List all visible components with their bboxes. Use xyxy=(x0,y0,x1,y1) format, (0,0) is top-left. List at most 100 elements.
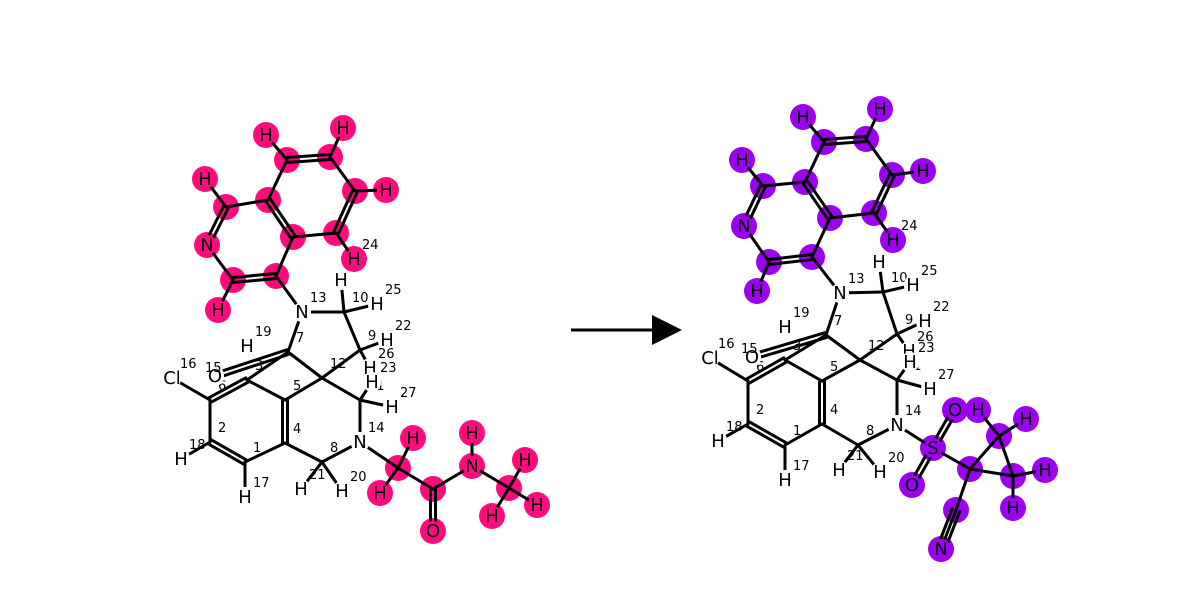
reactant-molecule-bond-b2-b3 xyxy=(268,197,297,238)
product-molecule-bond-sC-sC3 xyxy=(968,467,1015,478)
product-molecule-atom-bg-pO xyxy=(743,347,761,367)
product-molecule-atom-number-p10: 10 xyxy=(891,271,908,286)
reactant-molecule-bond-a2-H18 xyxy=(187,440,212,456)
product-molecule-atom-number-pH27: 27 xyxy=(938,368,955,383)
reactant-molecule-atom-N13: N xyxy=(295,302,308,323)
reactant-molecule-bond-a9-H26 xyxy=(358,348,368,362)
reactant-molecule-bond-a12-a11 xyxy=(320,376,362,402)
product-molecule-bond-q5-q1 xyxy=(767,257,814,266)
product-molecule-bond-s-sO2 xyxy=(912,453,928,478)
reactant-molecule-bond-b3-b6 xyxy=(266,158,289,202)
reactant-molecule-bond-a6-a3 xyxy=(207,376,248,400)
product-molecule-atom-pH17: H xyxy=(778,470,792,491)
product-molecule-bond-q2-q3 xyxy=(805,179,834,219)
product-molecule-bond-p8-pH20 xyxy=(856,443,876,467)
product-molecule-bond-sCN-sN xyxy=(942,508,958,543)
reactant-molecule-atom-bg-H23 xyxy=(363,372,381,392)
product-molecule-bond-pN14-p8 xyxy=(856,427,891,447)
product-molecule-atom-number-qH24: 24 xyxy=(901,219,918,234)
product-molecule-atom-bg-qH4 xyxy=(871,99,889,119)
product-molecule-atom-sN: N xyxy=(934,539,947,560)
reactant-molecule-atom-number-H23: 23 xyxy=(380,361,397,376)
reactant-molecule-atom-bg-H19 xyxy=(238,336,256,356)
reactant-molecule-atom-number-bH24: 24 xyxy=(362,238,379,253)
product-molecule-atom-number-pH20: 20 xyxy=(888,451,905,466)
reactant-molecule-bond-a3-a5 xyxy=(245,378,287,402)
product-molecule-atom-number-pH23: 23 xyxy=(918,341,935,356)
product-molecule-bond-p12-p9 xyxy=(858,332,899,362)
product-molecule-bond-q3-q4 xyxy=(761,180,807,188)
reactant-molecule-bond-a6-Cl xyxy=(178,381,212,402)
product-molecule-bond-q6-q7 xyxy=(822,135,868,142)
product-molecule-bond-q4-qH2 xyxy=(746,165,765,188)
reactant-molecule-atom-number-H20: 20 xyxy=(350,470,367,485)
product-molecule-atom-bg-s xyxy=(924,438,942,458)
reactant-molecule-atom-bg-H18 xyxy=(172,449,190,469)
product-molecule-bond-s-sC xyxy=(939,450,972,471)
product-molecule-atom-pCl: Cl xyxy=(701,348,719,369)
reactant-molecule-atom-cH4: H xyxy=(518,450,532,471)
product-molecule-atom-sH4: H xyxy=(1006,498,1020,519)
product-molecule-atom-number-p3: 3 xyxy=(793,339,801,354)
product-molecule-atom-number-p6: 6 xyxy=(756,360,764,375)
product-molecule-atom-bg-pH23 xyxy=(901,352,919,372)
product-molecule-bond-q7-qH4 xyxy=(864,115,878,141)
product-molecule-atom-qH4: H xyxy=(873,99,887,120)
reactant-molecule-bond-b5-b1 xyxy=(231,276,278,284)
reactant-molecule-bond-c1-cH2 xyxy=(383,466,400,488)
reactant-molecule-atom-O: O xyxy=(208,366,222,387)
reactant-molecule-atom-bg-N14 xyxy=(351,432,369,452)
product-molecule-atom-pN14: N xyxy=(890,415,903,436)
reactant-molecule-atom-H18: H xyxy=(174,449,188,470)
reactant-molecule-atom-N14: N xyxy=(353,432,366,453)
product-molecule-bond-p3-p5 xyxy=(783,358,824,383)
reactant-molecule-bond-a7-N13 xyxy=(286,318,301,354)
product-molecule-bond-q9-qH24 xyxy=(872,211,890,235)
product-molecule-bond-p7-pO xyxy=(759,335,829,359)
product-molecule-atom-bg-qH24 xyxy=(884,230,902,250)
reactant-molecule-atom-number-N13: 13 xyxy=(310,291,327,306)
reactant-molecule-bond-b6-b7 xyxy=(285,153,332,160)
product-molecule-atom-sH1: H xyxy=(971,400,985,421)
reactant-molecule-bond-b7-b8 xyxy=(328,155,357,193)
reactant-molecule-atom-H21: H xyxy=(294,479,308,500)
product-molecule-atom-bg-pH27 xyxy=(921,379,939,399)
product-molecule-bond-s-sO1 xyxy=(938,417,955,443)
product-molecule-bond-s-sO2 xyxy=(917,455,933,480)
reactant-molecule-bond-b4-bH2 xyxy=(208,184,228,209)
reactant-molecule-atom-bg-H22 xyxy=(378,330,396,350)
product-molecule-atom-pH27: H xyxy=(923,379,937,400)
product-molecule-atom-sH2: H xyxy=(1019,409,1033,430)
product-molecule-bond-sC-sCN xyxy=(954,467,972,512)
reactant-molecule-atom-bH24: H xyxy=(347,249,361,270)
product-molecule-bond-sC2-sH1 xyxy=(982,415,1001,438)
product-molecule-atom-qH3: H xyxy=(796,107,810,128)
reactant-molecule-atom-H25: H xyxy=(370,294,384,315)
product-molecule-atom-pH21: H xyxy=(832,460,846,481)
product-molecule-bond-q8-qH5 xyxy=(890,170,916,177)
product-molecule-atom-number-pN14: 14 xyxy=(905,404,922,419)
product-molecule-bond-q4-qN xyxy=(744,183,763,219)
product-molecule-atom-bg-sH2 xyxy=(1017,409,1035,429)
product-molecule-atom-bg-qH3 xyxy=(794,107,812,127)
reactant-molecule-bond-cC-cH4 xyxy=(507,466,523,490)
product-molecule-bond-sCN-sN xyxy=(938,507,954,541)
reactant-molecule-bond-b8-b9 xyxy=(336,190,359,236)
reactant-molecule-atom-bg-H25 xyxy=(368,294,386,314)
product-molecule-bond-q3-q6 xyxy=(803,140,826,184)
reactant-molecule-bond-bN-b5 xyxy=(210,250,235,282)
reactant-molecule-atom-bg-O xyxy=(206,366,224,386)
reactant-molecule-bond-a11-H23 xyxy=(358,387,369,402)
reactant-molecule-atom-number-a6: 6 xyxy=(218,379,226,394)
product-molecule-atom-pH25: H xyxy=(906,275,920,296)
product-molecule-atom-qH2: H xyxy=(735,150,749,171)
reactant-molecule-bond-b5-b1 xyxy=(231,272,278,280)
reactant-molecule-bond-cC-cH6 xyxy=(495,486,511,510)
product-molecule-atom-number-p7: 7 xyxy=(834,314,842,329)
product-molecule-atom-bg-sH1 xyxy=(969,400,987,420)
product-molecule-bond-p6-p3 xyxy=(745,356,786,381)
product-molecule-bond-p12-p7 xyxy=(824,333,862,362)
product-molecule-bond-q9-q2 xyxy=(828,211,876,220)
product-molecule-bond-q7-q8 xyxy=(864,137,894,177)
